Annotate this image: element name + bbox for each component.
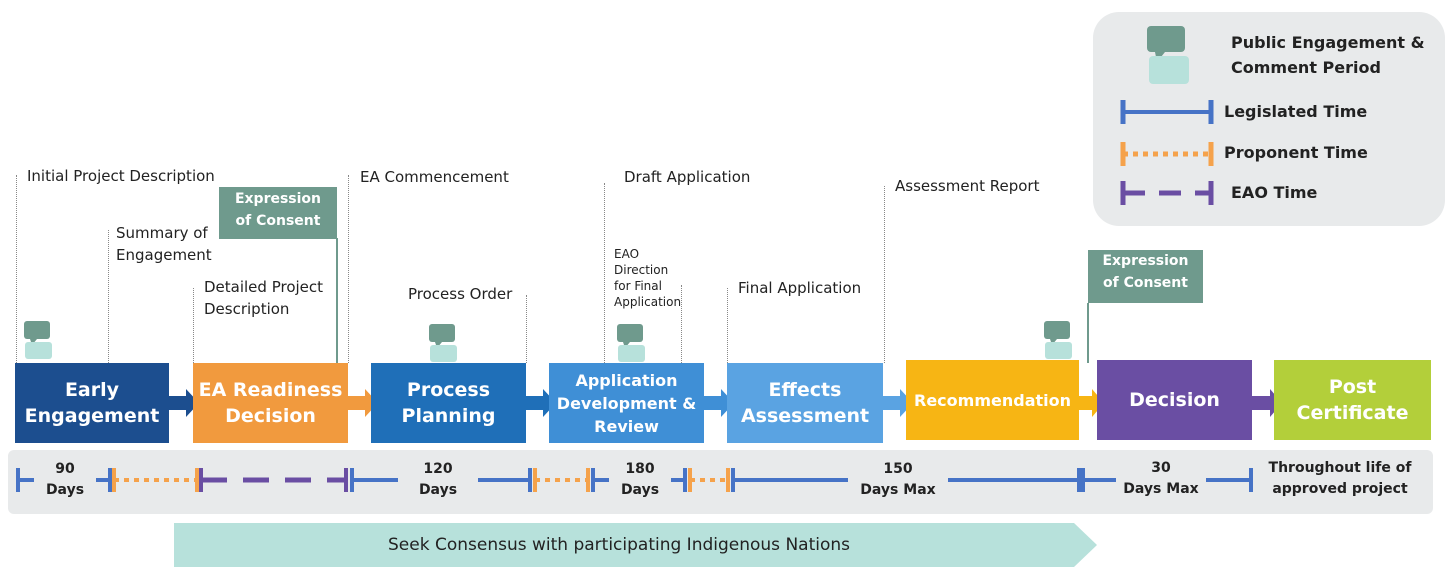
legend: Public Engagement & Comment Period Legis… (1093, 12, 1445, 226)
consensus-arrow (174, 523, 1097, 567)
stage-application-development-review: Application Development & Review (549, 363, 704, 443)
legend-proponent-time: Proponent Time (1224, 143, 1368, 162)
stage-recommendation: Recommendation (906, 360, 1079, 440)
legend-public-engagement: Public Engagement & Comment Period (1231, 33, 1425, 77)
legend-eao-time: EAO Time (1231, 183, 1318, 202)
guide-line-draft (604, 183, 605, 363)
guide-line-process-order (526, 295, 527, 363)
annotation-process-order: Process Order (408, 285, 513, 303)
guide-line-assessment (884, 186, 885, 363)
expression-of-consent-box: Expression of Consent (1088, 250, 1203, 303)
stage-post-certificate: Post Certificate (1274, 360, 1431, 440)
expression-of-consent-box: Expression of Consent (219, 187, 337, 239)
stage-early-engagement: Early Engagement (15, 363, 169, 443)
annotation-assessment-report: Assessment Report (895, 177, 1040, 195)
guide-line-summary (108, 230, 109, 363)
timeline-label-30-days-max: 30 Days Max (1116, 458, 1206, 500)
guide-line-detailed (193, 288, 194, 363)
annotation-draft-application: Draft Application (624, 168, 751, 186)
timeline-segments (16, 468, 1253, 492)
guide-line-commencement (348, 175, 349, 363)
timeline-label-90-days: 90 Days (34, 459, 96, 501)
stage-effects-assessment: Effects Assessment (727, 363, 883, 443)
consensus-label: Seek Consensus with participating Indige… (388, 535, 850, 555)
annotation-eao-direction: EAO Direction for Final Application (614, 247, 682, 309)
annotation-ea-commencement: EA Commencement (360, 168, 509, 186)
stage-ea-readiness-decision: EA Readiness Decision (193, 363, 348, 443)
guide-line-initial (16, 175, 17, 363)
public-engagement-icon (1044, 321, 1072, 359)
timeline-label-throughout-life: Throughout life of approved project (1268, 460, 1412, 497)
annotation-summary-of-engagement: Summary of Engagement (116, 224, 212, 264)
annotation-initial-project-description: Initial Project Description (27, 167, 215, 185)
public-engagement-icon (429, 324, 457, 362)
guide-line-eao-direction (681, 285, 682, 363)
legend-legislated-time: Legislated Time (1224, 102, 1368, 121)
consent-connector-line (1087, 303, 1089, 363)
stage-decision: Decision (1097, 360, 1252, 440)
guide-line-final (727, 288, 728, 363)
annotation-detailed-project-description: Detailed Project Description (204, 278, 324, 318)
public-engagement-icon (617, 324, 645, 362)
timeline-label-180-days: 180 Days (609, 459, 671, 501)
timeline-label-150-days-max: 150 Days Max (848, 459, 948, 501)
eao-time-symbol (1120, 181, 1214, 205)
annotation-final-application: Final Application (738, 279, 862, 297)
legislated-time-symbol (1120, 100, 1214, 124)
public-engagement-icon (24, 321, 52, 359)
stage-process-planning: Process Planning (371, 363, 526, 443)
consent-connector-line (336, 238, 338, 363)
proponent-time-symbol (1120, 142, 1214, 166)
timeline-label-120-days: 120 Days (398, 459, 478, 501)
stage-connector-arrows (168, 389, 1282, 417)
public-engagement-icon (1147, 26, 1189, 84)
